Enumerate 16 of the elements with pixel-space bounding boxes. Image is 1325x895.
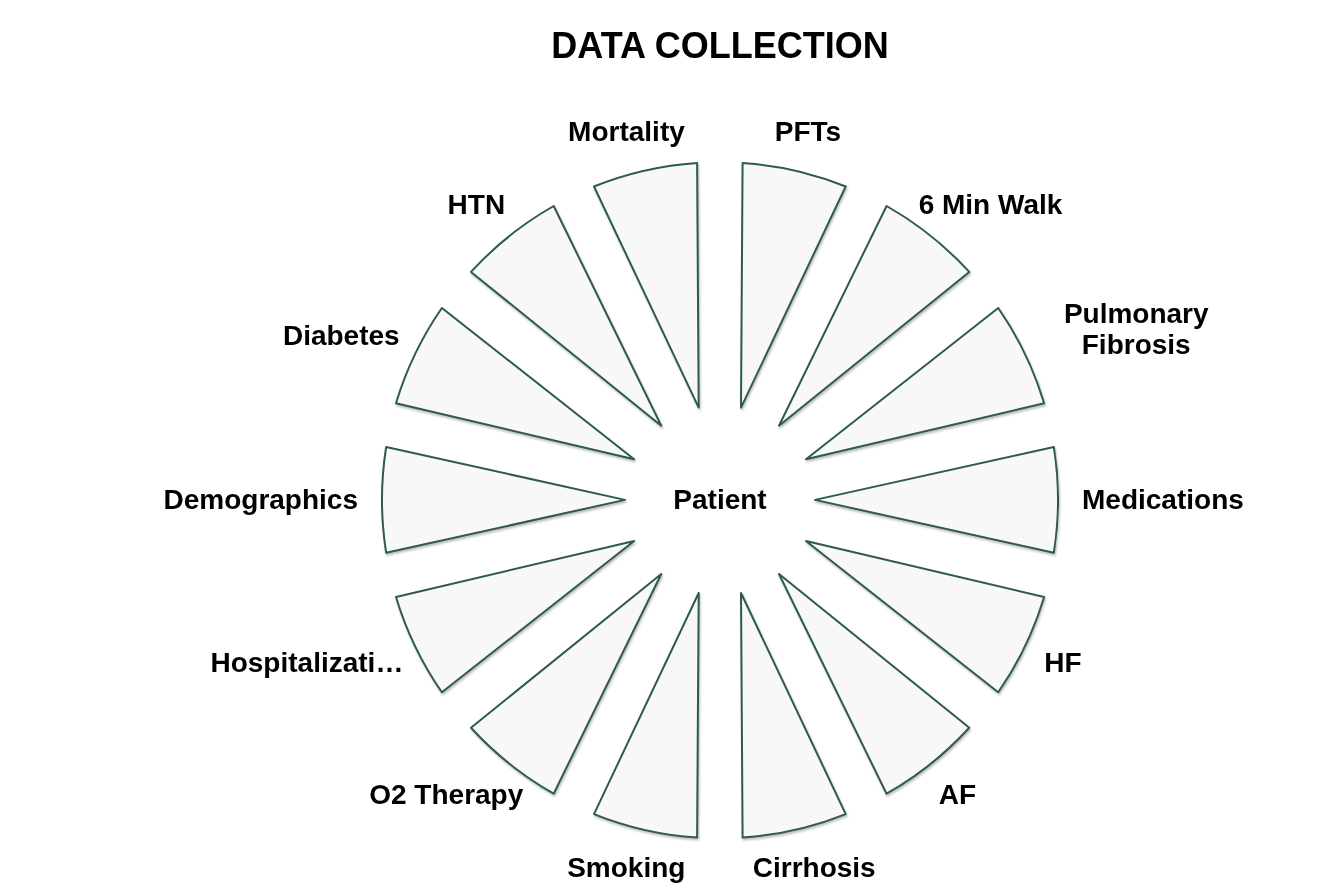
segment-label: Demographics [163,484,358,516]
center-label: Patient [673,486,767,514]
segment-label: Smoking [567,852,686,884]
segment-label: Cirrhosis [752,852,876,884]
segment-label: HTN [447,189,506,221]
segment-label: Diabetes [282,320,400,352]
segment-label: Medications [1082,484,1244,516]
segment-label: Pulmonary Fibrosis [1062,298,1210,361]
segment-label: AF [938,779,976,811]
segment-label: Mortality [568,116,685,148]
segment-label: Hospitalizati… [210,648,404,680]
segment-label: PFTs [774,116,842,148]
segment-label: HF [1044,648,1082,680]
segment-label: O2 Therapy [369,779,524,811]
diagram-title: DATA COLLECTION [551,28,889,64]
segment-label: 6 Min Walk [918,189,1063,221]
